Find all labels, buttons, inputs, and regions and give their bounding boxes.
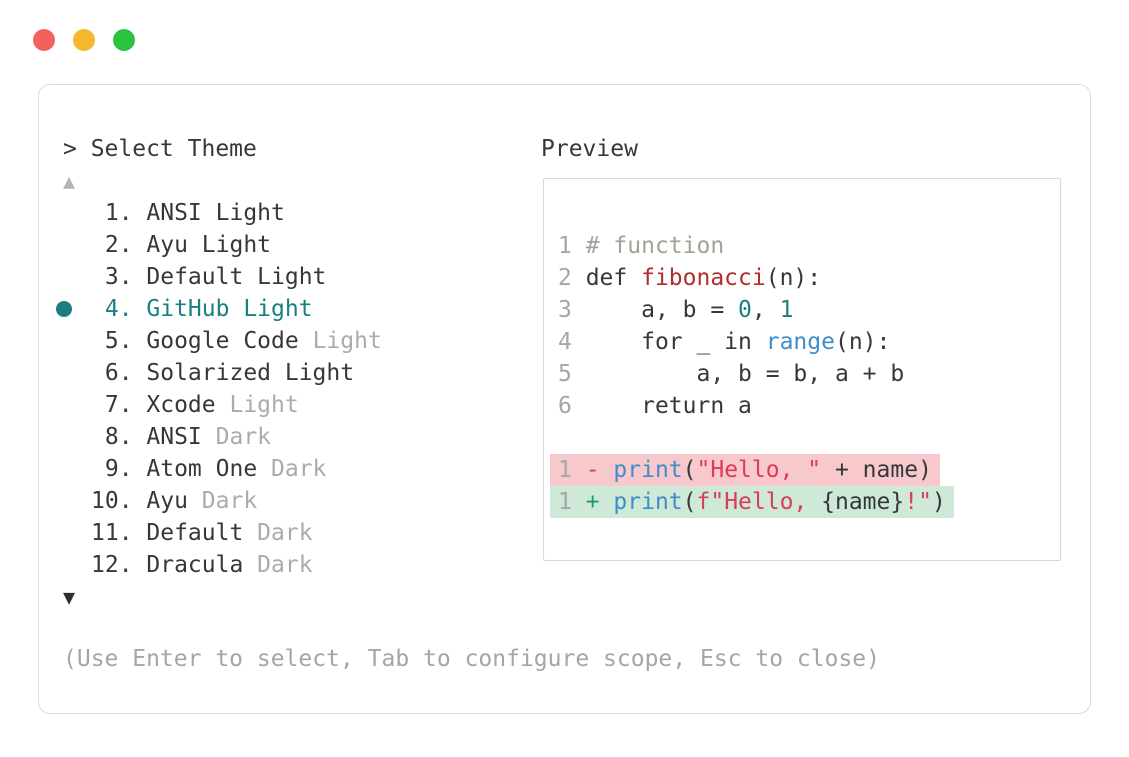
token-func: fibonacci bbox=[641, 265, 766, 291]
theme-item-variant: Light bbox=[215, 392, 299, 418]
close-button[interactable] bbox=[33, 29, 55, 51]
line-number: 6 bbox=[558, 393, 586, 419]
theme-item-label: 5. Google Code bbox=[91, 328, 299, 354]
token-plain: a, b = b, a + b bbox=[585, 361, 905, 387]
token-plain: ( bbox=[682, 457, 697, 483]
theme-picker-panel: > Select Theme ▲ 1. ANSI Light 2. Ayu Li… bbox=[38, 84, 1091, 714]
theme-item-label: 2. Ayu Light bbox=[91, 232, 272, 258]
theme-item-8[interactable]: 8. ANSI Dark bbox=[91, 421, 382, 453]
theme-item-variant: Light bbox=[298, 328, 382, 354]
theme-item-label: 6. Solarized Light bbox=[91, 360, 355, 386]
token-num: 0 bbox=[738, 297, 752, 323]
code-line: 5 a, b = b, a + b bbox=[550, 358, 954, 390]
token-plain: + name) bbox=[821, 457, 932, 483]
scroll-up-indicator[interactable]: ▲ bbox=[63, 169, 76, 193]
line-number: 3 bbox=[558, 297, 586, 323]
token-plain: def bbox=[585, 265, 642, 291]
theme-item-11[interactable]: 11. Default Dark bbox=[91, 517, 382, 549]
token-call: range bbox=[765, 329, 835, 355]
theme-item-4[interactable]: 4. GitHub Light bbox=[56, 293, 382, 325]
theme-item-label: 8. ANSI bbox=[91, 424, 202, 450]
minimize-button[interactable] bbox=[73, 29, 95, 51]
theme-item-label: 7. Xcode bbox=[91, 392, 216, 418]
theme-item-3[interactable]: 3. Default Light bbox=[91, 261, 382, 293]
line-number: 2 bbox=[558, 265, 586, 291]
theme-item-variant: Dark bbox=[243, 520, 313, 546]
theme-item-1[interactable]: 1. ANSI Light bbox=[91, 197, 382, 229]
code-line: 4 for _ in range(n): bbox=[550, 326, 954, 358]
token-call: print bbox=[613, 457, 683, 483]
theme-item-12[interactable]: 12. Dracula Dark bbox=[91, 549, 382, 581]
code-line: 1 + print(f"Hello, {name}!") bbox=[550, 486, 954, 518]
theme-item-label: 9. Atom One bbox=[91, 456, 258, 482]
theme-item-5[interactable]: 5. Google Code Light bbox=[91, 325, 382, 357]
token-plain: a, b = bbox=[585, 297, 739, 323]
diff-plus-sign: + bbox=[585, 489, 614, 515]
token-str: f"Hello, bbox=[696, 489, 822, 515]
token-comment: # function bbox=[585, 233, 725, 259]
token-plain: {name} bbox=[821, 489, 905, 515]
token-call: print bbox=[613, 489, 683, 515]
scroll-down-indicator[interactable]: ▼ bbox=[63, 585, 76, 609]
token-plain: , bbox=[751, 297, 780, 323]
theme-item-2[interactable]: 2. Ayu Light bbox=[91, 229, 382, 261]
token-num: 1 bbox=[779, 297, 794, 323]
token-plain: for _ in bbox=[585, 329, 766, 355]
line-number: 1 bbox=[558, 489, 586, 515]
theme-item-label: 11. Default bbox=[91, 520, 244, 546]
theme-item-label: 10. Ayu bbox=[91, 488, 188, 514]
theme-item-9[interactable]: 9. Atom One Dark bbox=[91, 453, 382, 485]
token-plain: (n): bbox=[834, 329, 891, 355]
theme-item-10[interactable]: 10. Ayu Dark bbox=[91, 485, 382, 517]
code-line: 6 return a bbox=[550, 390, 954, 422]
theme-item-label: 12. Dracula bbox=[91, 552, 244, 578]
code-line: 3 a, b = 0, 1 bbox=[550, 294, 954, 326]
theme-item-variant: Dark bbox=[257, 456, 327, 482]
theme-item-7[interactable]: 7. Xcode Light bbox=[91, 389, 382, 421]
code-line: 1 - print("Hello, " + name) bbox=[550, 454, 954, 486]
theme-item-label: 3. Default Light bbox=[91, 264, 327, 290]
theme-item-label: 1. ANSI Light bbox=[91, 200, 285, 226]
window-controls bbox=[33, 29, 135, 51]
line-number: 4 bbox=[558, 329, 586, 355]
line-number: 1 bbox=[558, 457, 586, 483]
code-line: 2 def fibonacci(n): bbox=[550, 262, 954, 294]
theme-item-variant: Dark bbox=[201, 424, 272, 450]
token-str: !" bbox=[904, 489, 932, 515]
diff-minus-sign: - bbox=[585, 457, 614, 483]
theme-list: 1. ANSI Light 2. Ayu Light 3. Default Li… bbox=[56, 197, 382, 581]
theme-item-6[interactable]: 6. Solarized Light bbox=[91, 357, 382, 389]
line-number: 1 bbox=[558, 233, 586, 259]
token-plain: ) bbox=[931, 489, 946, 515]
code-line bbox=[550, 422, 954, 454]
theme-item-variant: Dark bbox=[187, 488, 258, 514]
line-number: 5 bbox=[558, 361, 586, 387]
token-plain: (n): bbox=[765, 265, 822, 291]
selected-indicator bbox=[56, 301, 72, 317]
preview-title: Preview bbox=[541, 136, 638, 162]
prompt: > Select Theme bbox=[63, 136, 257, 162]
token-plain: ( bbox=[682, 489, 697, 515]
theme-item-variant: Dark bbox=[243, 552, 313, 578]
theme-item-label: 4. GitHub Light bbox=[91, 296, 313, 322]
token-str: "Hello, " bbox=[696, 457, 822, 483]
zoom-button[interactable] bbox=[113, 29, 135, 51]
keyboard-hint: (Use Enter to select, Tab to configure s… bbox=[63, 646, 880, 672]
code-line: 1 # function bbox=[550, 230, 954, 262]
token-plain: return a bbox=[585, 393, 752, 419]
